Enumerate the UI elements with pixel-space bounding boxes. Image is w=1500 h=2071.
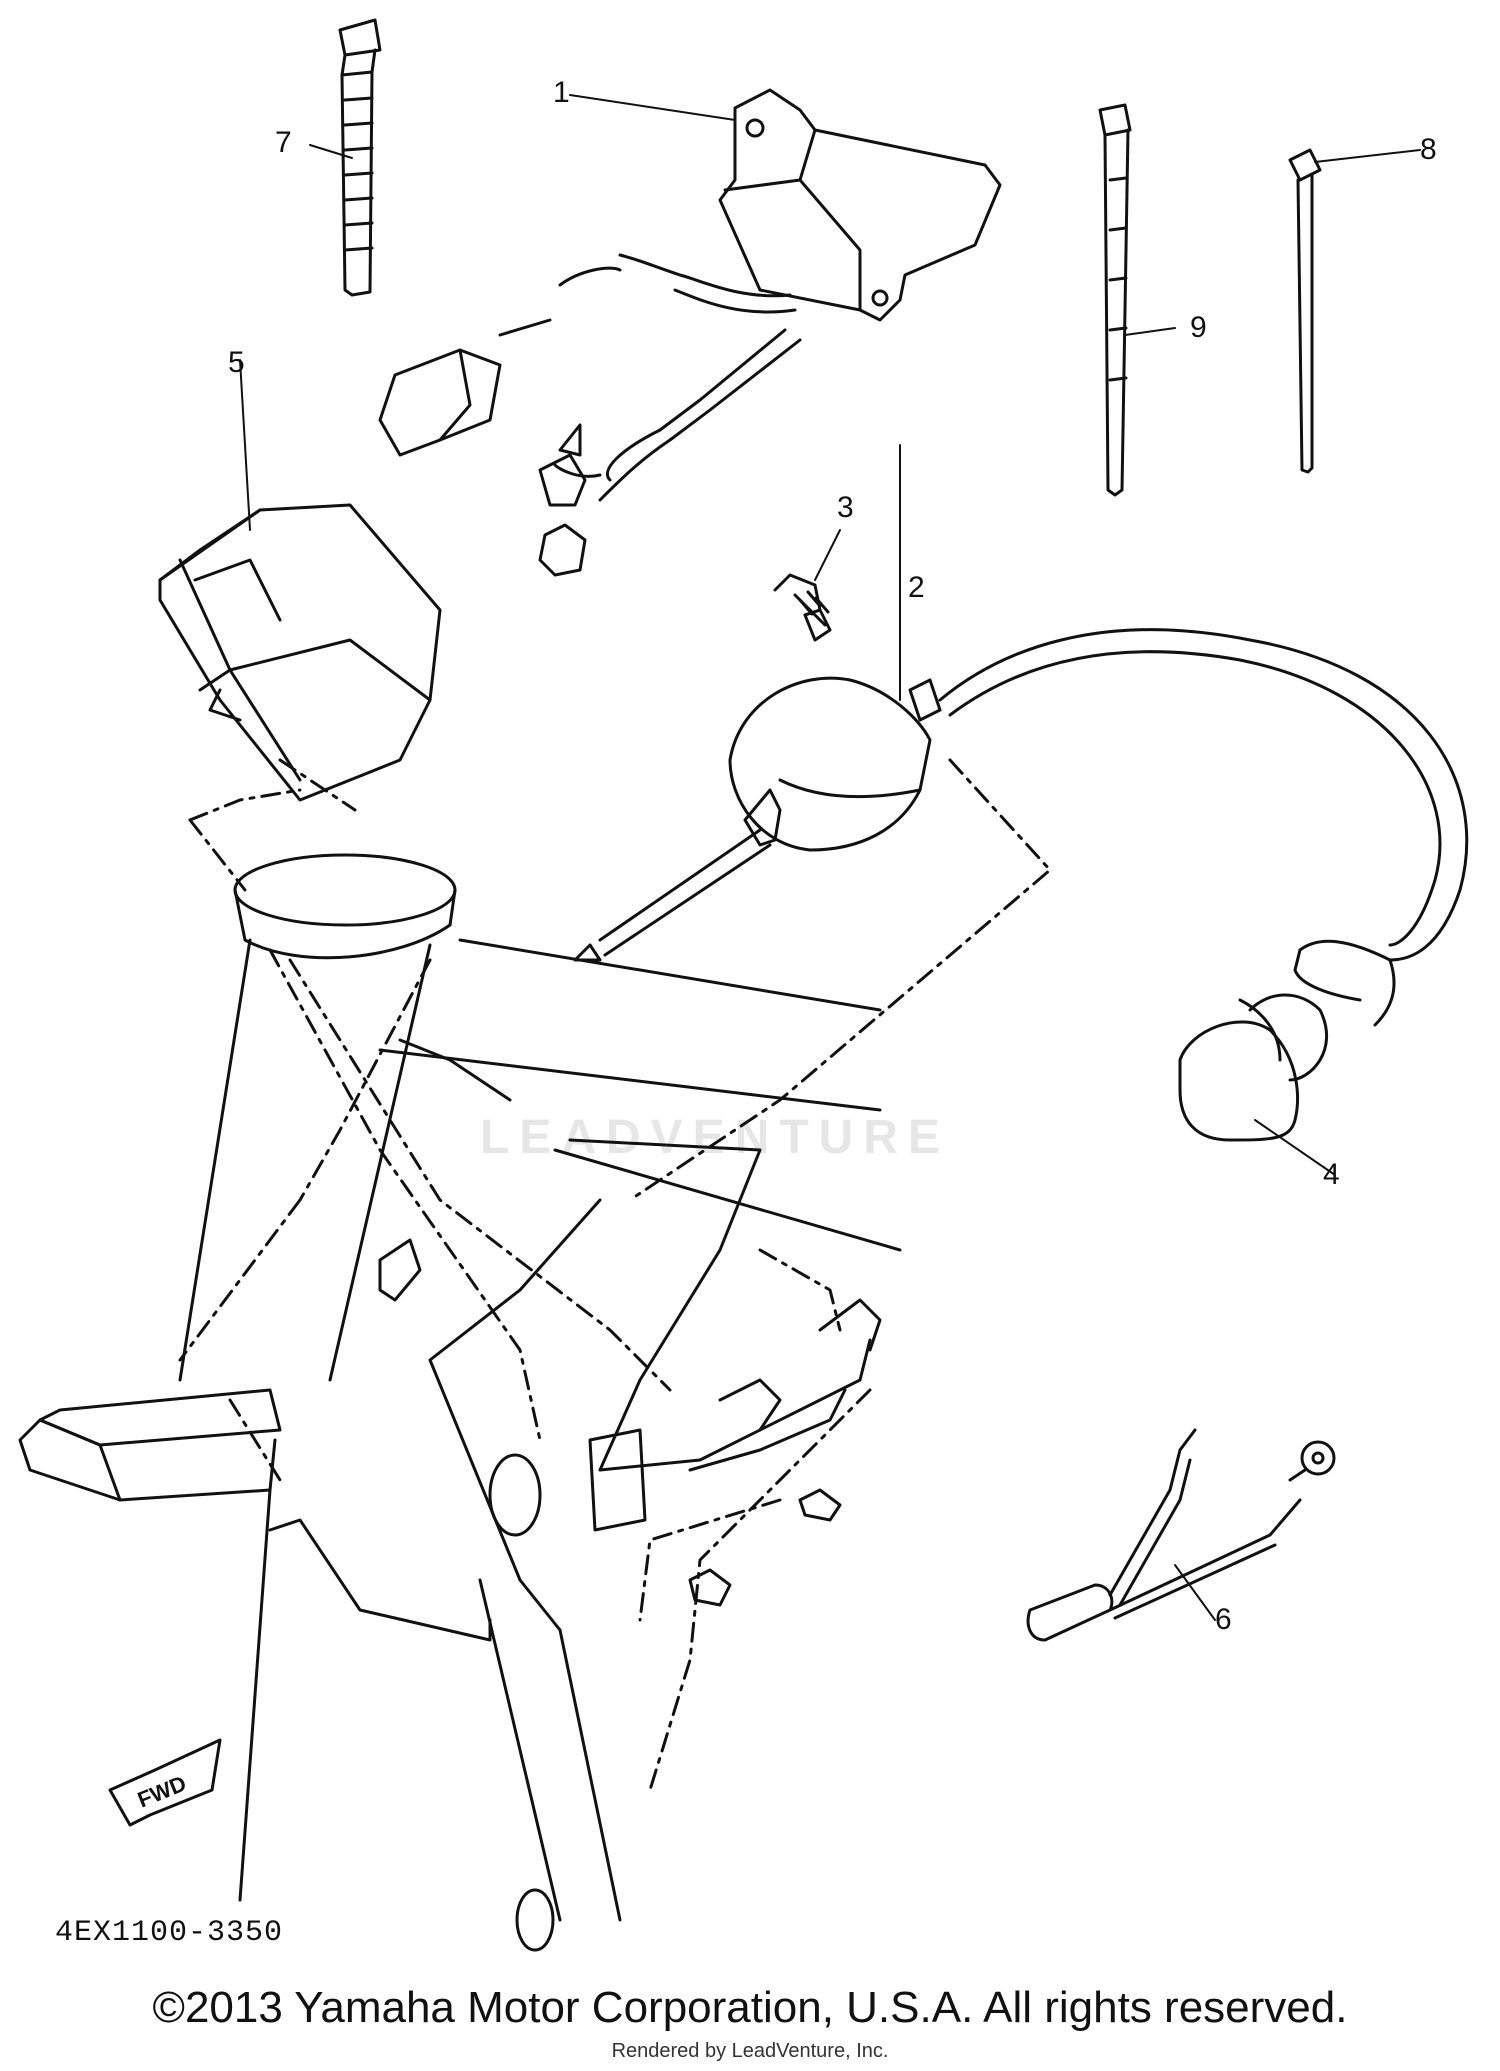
part-8-cable-tie — [1288, 148, 1322, 474]
part-6-lead-wire — [1026, 1428, 1336, 1642]
callout-6: 6 — [1215, 1603, 1232, 1636]
callout-4: 4 — [1323, 1158, 1340, 1191]
watermark-text: LEADVENTURE — [480, 1111, 951, 1164]
callout-9: 9 — [1190, 311, 1207, 344]
callout-3: 3 — [837, 491, 854, 524]
callout-2: 2 — [908, 571, 925, 604]
part-1-cdi-unit — [378, 88, 1002, 577]
callout-7: 7 — [275, 126, 292, 159]
rendered-by-notice: Rendered by LeadVenture, Inc. — [611, 2040, 889, 2062]
part-4-knob — [1178, 939, 1396, 1142]
part-2-switch-assembly — [573, 628, 1469, 962]
copyright-notice: ©2013 Yamaha Motor Corporation, U.S.A. A… — [152, 1983, 1348, 2032]
part-5-control-box — [158, 503, 442, 802]
callout-5: 5 — [228, 346, 245, 379]
callout-8: 8 — [1420, 133, 1437, 166]
fwd-arrow — [108, 1738, 222, 1827]
callout-1: 1 — [553, 76, 570, 109]
part-3-screw — [773, 573, 832, 642]
drawing-code: 4EX1100-3350 — [55, 1916, 284, 1950]
part-9-cable-tie — [1098, 103, 1132, 497]
frame-drawing — [18, 853, 902, 1952]
part-7-cable-tie — [338, 18, 382, 297]
assembly-lines — [178, 758, 1052, 1792]
leader-lines — [239, 94, 1421, 1621]
